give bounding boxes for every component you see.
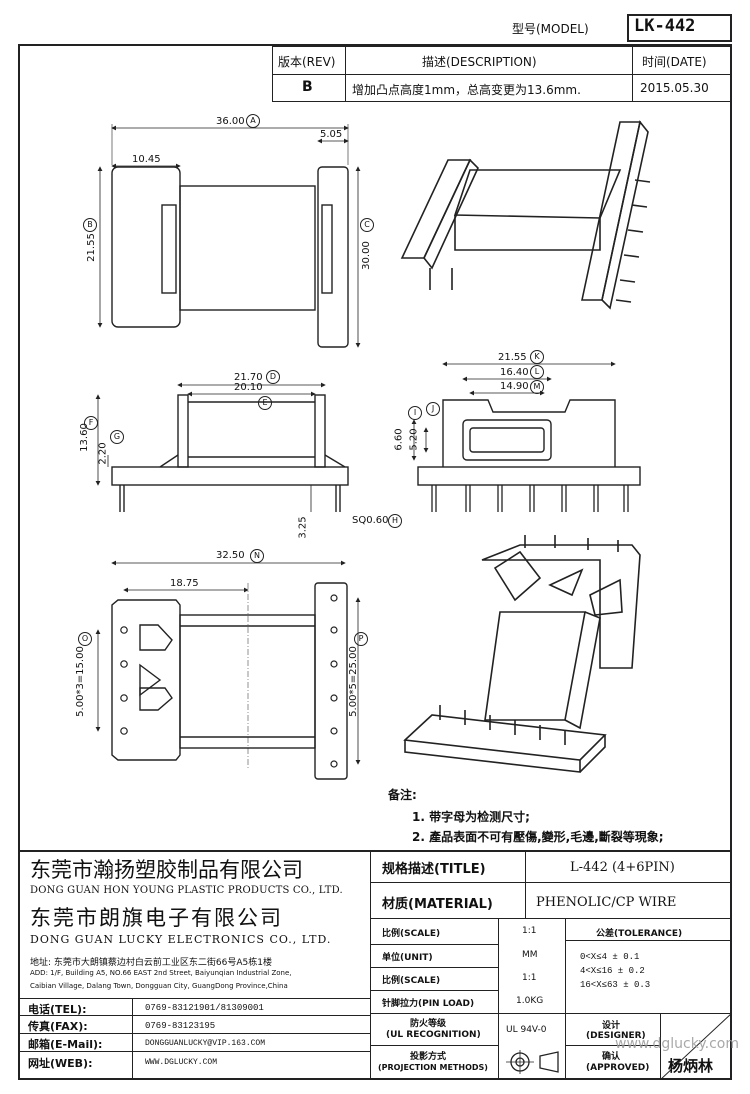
tel-value: 0769-83121901/81309001 [145, 1003, 264, 1013]
tolerance-2: 4<X≤16 ± 0.2 [580, 966, 645, 976]
tolerance-1: 0<X≤4 ± 0.1 [580, 952, 640, 962]
approver-name: 杨炳林 [668, 1057, 714, 1075]
projection-symbol-icon [506, 1050, 559, 1074]
iso-view-bottom [403, 535, 641, 773]
desc-value: 增加凸点高度1mm，总高变更为13.6mm. [352, 83, 581, 97]
dim-c: 30.00 [360, 241, 372, 270]
scale2-label: 比例(SCALE) [382, 976, 441, 986]
dim-sq: SQ0.60 [352, 515, 389, 526]
approved-label-2: (APPROVED) [586, 1063, 650, 1073]
email-value: DONGGUANLUCKY@VIP.163.COM [145, 1039, 266, 1048]
dim-d: 21.70 [234, 372, 263, 383]
tag-g: G [110, 430, 124, 444]
dim-m: 14.90 [500, 381, 529, 392]
tag-c: C [360, 218, 374, 232]
rev-header: 版本(REV) [278, 55, 336, 69]
material-value: PHENOLIC/CP WIRE [536, 895, 677, 910]
dim-h2: 5.20 [408, 428, 420, 451]
dim-k: 21.55 [498, 352, 527, 363]
approved-label-1: 确认 [602, 1052, 621, 1062]
date-value: 2015.05.30 [640, 81, 709, 95]
bottom-view [95, 560, 361, 780]
email-label: 邮箱(E-Mail): [28, 1038, 103, 1051]
tag-f: F [84, 416, 98, 430]
tag-h: H [388, 514, 402, 528]
scale-value: 1:1 [522, 926, 537, 936]
watermark: www.dglucky.com [615, 1036, 739, 1052]
tag-e: E [258, 396, 272, 410]
dim-b: 21.55 [85, 233, 97, 262]
tag-j: J [426, 402, 440, 416]
unit-value: MM [522, 950, 538, 960]
dim-g: 2.20 [97, 442, 109, 465]
company-name-cn-1: 东莞市瀚扬塑胶制品有限公司 [30, 858, 303, 882]
note-2: 2. 產品表面不可有壓傷,變形,毛邊,斷裂等現象; [412, 830, 664, 844]
company-name-en-2: DONG GUAN LUCKY ELECTRONICS CO., LTD. [30, 933, 332, 946]
iso-view-top [400, 120, 651, 310]
tag-i: I [408, 406, 422, 420]
projection-label-1: 投影方式 [410, 1052, 447, 1062]
designer-label-1: 设计 [602, 1021, 621, 1031]
ul-label-2: (UL RECOGNITION) [386, 1030, 481, 1040]
tag-o: O [78, 632, 92, 646]
dim-l: 16.40 [500, 367, 529, 378]
company-name-cn-2: 东莞市朗旗电子有限公司 [30, 906, 283, 930]
scale2-value: 1:1 [522, 973, 537, 983]
dim-n: 32.50 [216, 550, 245, 561]
ul-value: UL 94V-0 [506, 1025, 547, 1035]
model-value: LK-442 [634, 16, 696, 36]
signature-slash [660, 1013, 732, 1080]
notes-title: 备注: [388, 788, 417, 802]
web-value: WWW.DGLUCKY.COM [145, 1058, 218, 1067]
company-address-cn: 地址: 东莞市大朗镇蔡边村白云前工业区东二街66号A5栋1楼 [30, 958, 272, 968]
tag-n: N [250, 549, 264, 563]
dim-x1: 18.75 [170, 578, 199, 589]
tag-l: L [530, 365, 544, 379]
tolerance-3: 16<X≤63 ± 0.3 [580, 980, 651, 990]
title-label: 规格描述(TITLE) [382, 862, 486, 877]
rev-value: B [302, 79, 313, 95]
tag-a: A [246, 114, 260, 128]
web-label: 网址(WEB): [28, 1057, 93, 1070]
date-header: 时间(DATE) [642, 55, 707, 69]
desc-header: 描述(DESCRIPTION) [422, 55, 537, 69]
tel-label: 电话(TEL): [28, 1003, 87, 1016]
dim-w2: 5.05 [320, 129, 343, 140]
tolerance-label: 公差(TOLERANCE) [596, 929, 683, 939]
dim-h1: 6.60 [393, 428, 405, 451]
ul-label-1: 防火等级 [410, 1019, 447, 1029]
dim-e: 20.10 [234, 382, 263, 393]
front-view [411, 361, 641, 512]
dim-o: 5.00*3=15.00 [74, 646, 86, 717]
tag-m: M [530, 380, 544, 394]
model-box [627, 14, 732, 42]
side-view [95, 382, 349, 512]
company-address-en-2: Caibian Village, Dalang Town, Dongguan C… [30, 982, 288, 990]
dim-a: 36.00 [216, 116, 245, 127]
fax-label: 传真(FAX): [28, 1020, 88, 1033]
company-address-en-1: ADD: 1/F, Building A5, NO.66 EAST 2nd St… [30, 969, 292, 977]
unit-label: 单位(UNIT) [382, 953, 433, 963]
scale-label: 比例(SCALE) [382, 929, 441, 939]
dim-w1: 10.45 [132, 154, 161, 165]
note-1: 1. 带字母为检测尺寸; [412, 810, 530, 824]
tag-b: B [83, 218, 97, 232]
tag-d: D [266, 370, 280, 384]
title-value: L-442 (4+6PIN) [570, 860, 675, 875]
pin-load-value: 1.0KG [516, 996, 544, 1006]
dim-pin-len: 3.25 [297, 516, 309, 539]
top-view [97, 124, 361, 348]
designer-label-2: (DESIGNER) [586, 1031, 646, 1041]
tag-p: P [354, 632, 368, 646]
title-block [18, 850, 732, 1080]
material-label: 材质(MATERIAL) [382, 897, 493, 912]
fax-value: 0769-83123195 [145, 1021, 216, 1031]
model-label: 型号(MODEL) [512, 22, 589, 36]
company-name-en-1: DONG GUAN HON YOUNG PLASTIC PRODUCTS CO.… [30, 885, 343, 896]
projection-label-2: (PROJECTION METHODS) [378, 1063, 488, 1072]
pin-load-label: 针脚拉力(PIN LOAD) [382, 999, 475, 1009]
tag-k: K [530, 350, 544, 364]
dim-p: 5.00*5=25.00 [347, 646, 359, 717]
